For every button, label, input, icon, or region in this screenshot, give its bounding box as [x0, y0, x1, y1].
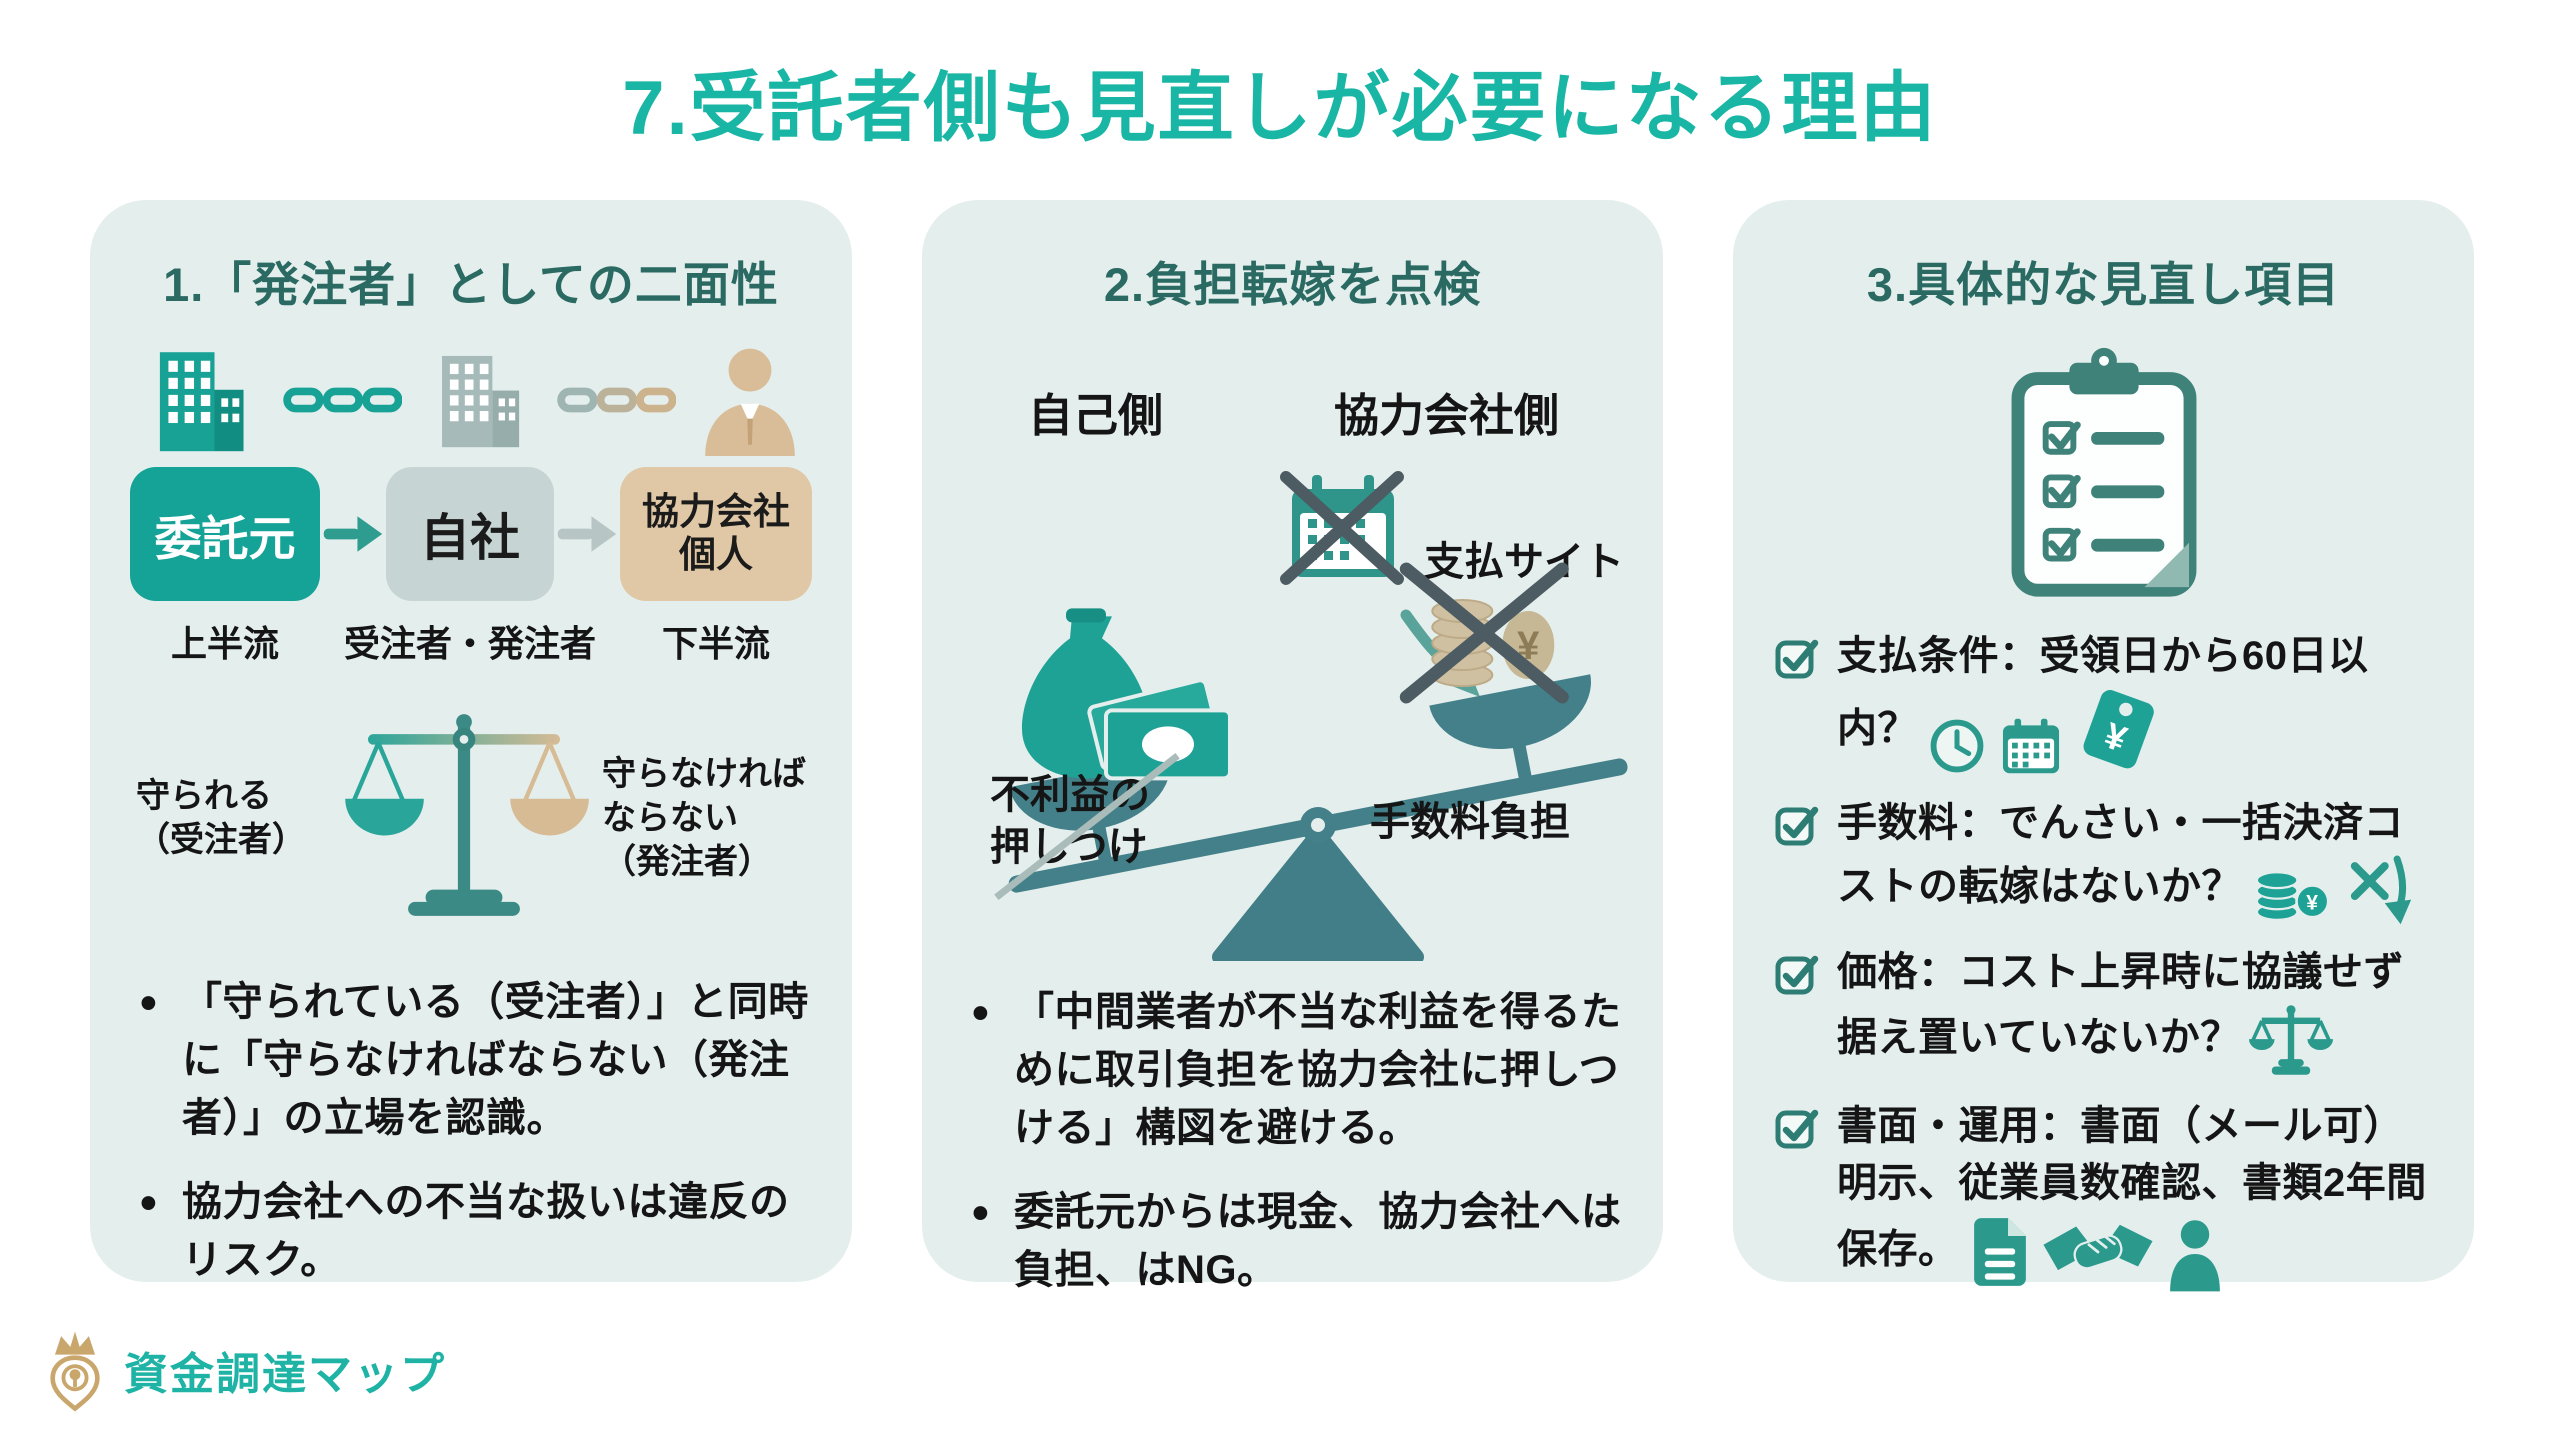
label-downstream: 下半流: [661, 623, 770, 664]
disadvantage-label: 不利益の 押しつけ: [990, 769, 1150, 873]
bullet-text: 「中間業者が不当な利益を得るために取引負担を協力会社に押しつける」構図を避ける。: [1014, 990, 1622, 1150]
checkbox-icon: [1773, 950, 1821, 998]
panels-row: 1.「発注者」としての二面性: [90, 200, 2474, 1292]
price-tag-icon: ¥: [2074, 685, 2162, 777]
building-gray-icon: [420, 346, 538, 454]
checkbox-icon: [1773, 1104, 1821, 1152]
panel2-bullets: 「中間業者が不当な利益を得るために取引負担を協力会社に押しつける」構図を避ける。…: [962, 979, 1623, 1299]
panel2-heading: 2.負担転嫁を点検: [1103, 258, 1482, 311]
chain-teal-icon: [282, 378, 402, 422]
panel1-heading: 1.「発注者」としての二面性: [163, 258, 779, 311]
brand-logo: 資金調達マップ: [38, 1327, 446, 1413]
checklist-text: 手数料：でんさい・一括決済コストの転嫁はないか？: [1837, 800, 2404, 909]
brand-name: 資金調達マップ: [124, 1350, 446, 1399]
panel-burden-check: 2.負担転嫁を点検 自己側 協力会社側: [922, 200, 1663, 1292]
building-teal-icon: [136, 341, 264, 459]
handshake-icon: [2042, 1212, 2153, 1292]
flow-labels: 上半流 受注者・発注者 下半流: [130, 615, 812, 667]
label-middle: 受注者・発注者: [343, 623, 596, 664]
checklist-item-fees: 手数料：でんさい・一括決済コストの転嫁はないか？ ¥: [1773, 795, 2434, 926]
page-title: 7.受託者側も見直しが必要になる理由: [622, 66, 1938, 151]
bullet-text: 協力会社への不当な扱いは違反のリスク。: [182, 1180, 790, 1282]
checklist-text: 書面・運用：書面（メール可）明示、従業員数確認、書類2年間保存。: [1837, 1104, 2427, 1272]
checkbox-icon: [1773, 634, 1821, 682]
flow-arrow-gray-icon: [556, 506, 618, 562]
supply-chain-illustration: [136, 341, 806, 459]
payment-site-label: 支払サイト: [1424, 540, 1624, 584]
chain-mixed-icon: [556, 378, 676, 422]
burden-illustration: 自己側 協力会社側: [962, 341, 1628, 961]
checkbox-icon: [1773, 801, 1821, 849]
scale-left-label: 守られる （受注者）: [136, 776, 306, 859]
bullet-text: 委託元からは現金、協力会社へは負担、はNG。: [1014, 1190, 1622, 1292]
fee-burden-label: 手数料負担: [1370, 800, 1570, 844]
crown-pin-logo-icon: [38, 1327, 112, 1413]
label-upstream: 上半流: [170, 623, 279, 664]
partner-side-label: 協力会社側: [1334, 390, 1560, 441]
person-small-icon: [2163, 1216, 2227, 1292]
flow-box-partner: 協力会社 個人: [620, 467, 812, 601]
checklist-text: 価格：コスト上昇時に協議せず据え置いていないか？: [1837, 949, 2404, 1060]
crossed-calendar-icon: [1280, 469, 1406, 585]
flow-box-consignor: 委託元: [130, 467, 320, 601]
document-icon: [1967, 1212, 2033, 1292]
bullet-item: 「守られている（受注者）」と同時に「守らなければならない（発注者）」の立場を認識…: [130, 969, 812, 1147]
panel-duality: 1.「発注者」としての二面性: [90, 200, 852, 1282]
clock-icon: [1926, 715, 1988, 777]
checklist-item-price: 価格：コスト上昇時に協議せず据え置いていないか？: [1773, 944, 2434, 1081]
panel3-heading: 3.具体的な見直し項目: [1866, 258, 2341, 311]
self-side-label: 自己側: [1028, 390, 1164, 441]
person-tan-icon: [694, 344, 806, 456]
checklist-text: 支払条件：受領日から60日以内？: [1837, 634, 2369, 751]
panel-checklist: 3.具体的な見直し項目: [1733, 200, 2474, 1292]
review-checklist: 支払条件：受領日から60日以内？: [1773, 628, 2434, 1292]
panel1-bullets: 「守られている（受注者）」と同時に「守らなければならない（発注者）」の立場を認識…: [130, 969, 812, 1289]
bullet-text: 「守られている（受注者）」と同時に「守らなければならない（発注者）」の立場を認識…: [182, 980, 809, 1140]
balance-small-icon: [2248, 1000, 2333, 1080]
checklist-item-payment-terms: 支払条件：受領日から60日以内？: [1773, 628, 2434, 777]
bullet-item: 協力会社への不当な扱いは違反のリスク。: [130, 1169, 812, 1289]
yen-symbol: ¥: [2306, 891, 2318, 914]
checklist-item-documents: 書面・運用：書面（メール可）明示、従業員数確認、書類2年間保存。: [1773, 1098, 2434, 1292]
balance-scale-icon: [333, 698, 595, 938]
seesaw-scale-icon: ¥: [948, 499, 1648, 961]
calendar-icon: [1998, 715, 2064, 777]
bullet-item: 「中間業者が不当な利益を得るために取引負担を協力会社に押しつける」構図を避ける。: [962, 979, 1623, 1157]
bullet-item: 委託元からは現金、協力会社へは負担、はNG。: [962, 1179, 1623, 1299]
coins-icon: ¥: [2250, 852, 2336, 926]
flow-box-own-company: 自社: [386, 467, 554, 601]
balance-scale-block: 守られる （受注者）: [130, 693, 812, 943]
scale-right-label: 守らなければ ならない （発注者）: [602, 754, 806, 882]
x-down-arrow-icon: [2346, 852, 2420, 926]
flow-arrow-teal-icon: [322, 506, 384, 562]
flow-row: 委託元 自社 協力会社 個人: [130, 467, 812, 601]
clipboard-icon: [1773, 341, 2434, 608]
